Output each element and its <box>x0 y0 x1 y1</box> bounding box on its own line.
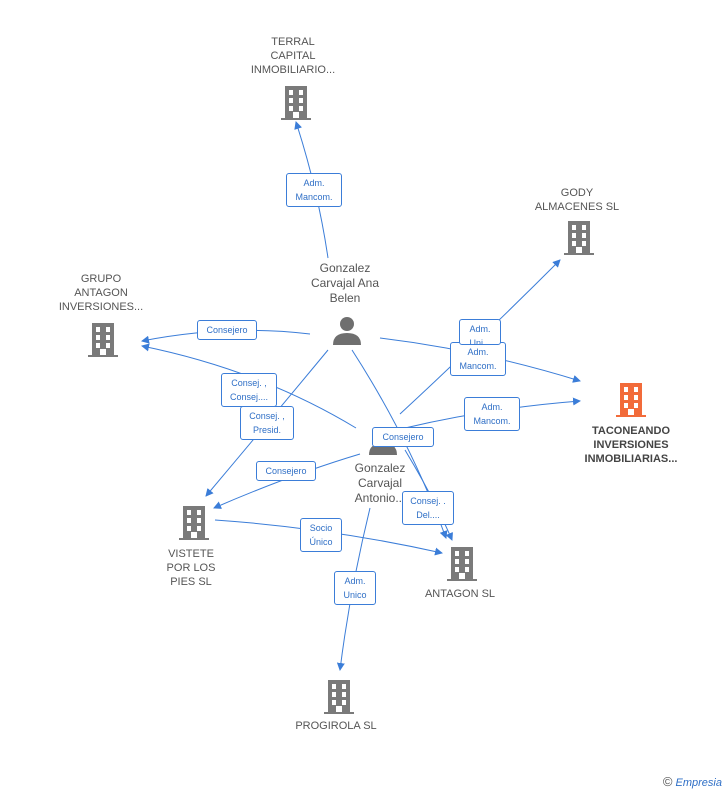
person-antonio-label[interactable]: Gonzalez Carvajal Antonio... <box>354 461 406 505</box>
edge-label-vistete-antagon: Socio Único <box>300 518 342 552</box>
edge-label-antonio-gody: Adm. Uni... <box>459 319 501 345</box>
edge-label-antonio-vistete: Consejero <box>256 461 316 481</box>
footer-brand: © Empresia <box>663 774 722 789</box>
antagon-label[interactable]: ANTAGON SL <box>424 588 496 600</box>
antagon-building-icon[interactable] <box>447 547 477 586</box>
edge-label-ana-terral: Adm. Mancom. <box>286 173 342 207</box>
edge-label-ana-antagon: Consejero <box>372 427 434 447</box>
vistete-building-icon[interactable] <box>179 506 209 545</box>
grupo-antagon-building-icon[interactable] <box>88 323 118 362</box>
gody-building-icon[interactable] <box>564 221 594 260</box>
edge-label-ana-taconeando: Adm. Mancom. <box>450 342 506 376</box>
gody-label[interactable]: GODY ALMACENES SL <box>534 187 620 213</box>
grupo-antagon-label[interactable]: GRUPO ANTAGON INVERSIONES... <box>58 273 144 313</box>
progirola-building-icon[interactable] <box>324 680 354 719</box>
edge-label-ana-vistete: Consej. , Presid. <box>240 406 294 440</box>
edge-label-ana-grupo-antagon: Consejero <box>197 320 257 340</box>
taconeando-label[interactable]: TACONEANDO INVERSIONES INMOBILIARIAS... <box>584 425 678 465</box>
taconeando-building-icon[interactable] <box>616 383 646 422</box>
terral-building-icon[interactable] <box>281 86 311 125</box>
edge-label-antonio-grupo-antagon: Consej. , Consej.... <box>221 373 277 407</box>
progirola-label[interactable]: PROGIROLA SL <box>295 720 377 732</box>
copyright-symbol: © <box>662 774 673 789</box>
brand-name: Empresia <box>675 777 722 789</box>
terral-label[interactable]: TERRAL CAPITAL INMOBILIARIO... <box>250 36 336 76</box>
person-ana-label[interactable]: Gonzalez Carvajal Ana Belen <box>310 261 380 305</box>
edge-label-antonio-progirola: Adm. Unico <box>334 571 376 605</box>
edge-label-antonio-taconeando: Adm. Mancom. <box>464 397 520 431</box>
vistete-label[interactable]: VISTETE POR LOS PIES SL <box>166 548 216 588</box>
person-ana-icon[interactable] <box>332 316 362 351</box>
edge-label-antonio-antagon: Consej. . Del.... <box>402 491 454 525</box>
